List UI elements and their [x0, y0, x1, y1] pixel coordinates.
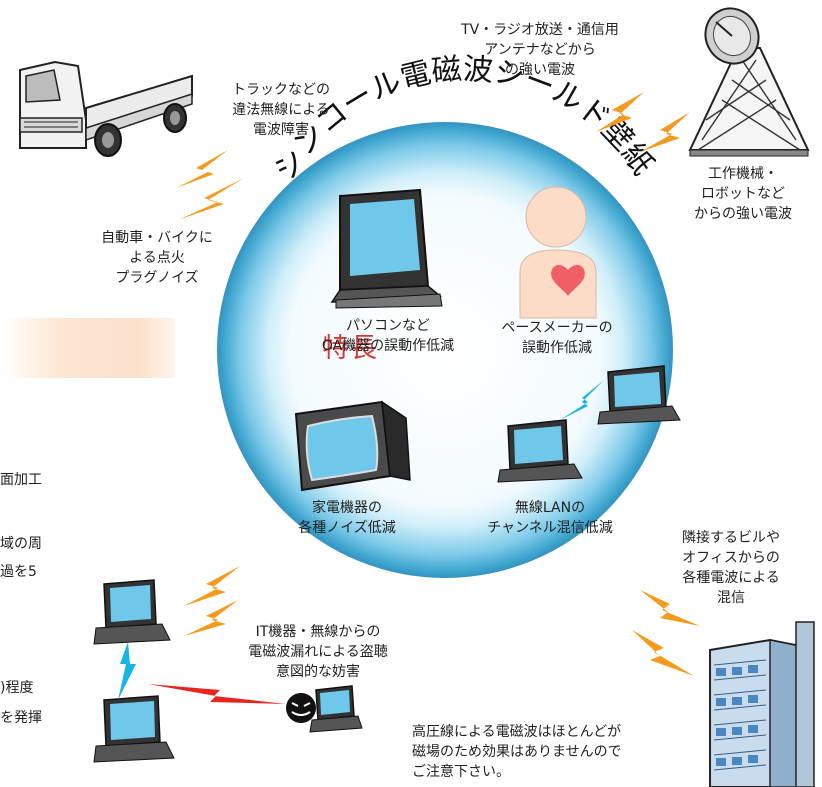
pacemaker-label-line: ペースメーカーの — [501, 320, 613, 336]
laptop-top-left-icon — [93, 579, 171, 645]
feature-heading: 特長 — [322, 333, 378, 364]
antenna-label: TV・ラジオ放送・通信用 アンテナなどから の強い電波 — [440, 20, 640, 80]
it-leak-label-line: 意図的な妨害 — [276, 664, 360, 680]
left-text-fragment-4: )程度 — [0, 680, 34, 696]
left-text-fragment-2: 域の周 — [0, 536, 42, 552]
bolt-truck-1 — [176, 150, 228, 188]
pacemaker-label-line: 誤動作低減 — [522, 340, 592, 356]
appliance-label-line: 各種ノイズ低減 — [298, 520, 396, 536]
it-leak-label-line: IT機器・無線からの — [255, 624, 381, 640]
building-label-line: 混信 — [717, 590, 745, 606]
hacker-face-icon — [286, 693, 316, 723]
appliance-label-line: 家電機器の — [312, 500, 382, 516]
bolt-laptop-cyan — [118, 642, 136, 700]
bolt-antenna-2 — [640, 112, 690, 152]
bolt-leak-2 — [184, 600, 238, 636]
ignition-label: 自動車・バイクに よる点火 プラグノイズ — [82, 228, 232, 288]
ignition-label-line: プラグノイズ — [115, 270, 199, 286]
wlan-label-line: チャンネル混信低減 — [487, 520, 613, 536]
truck-icon — [19, 60, 193, 157]
bolt-leak-1 — [184, 566, 240, 606]
it-leak-label-line: 電磁波漏れによる盗聴 — [248, 644, 388, 660]
notice-text-line: ご注意下さい。 — [412, 764, 510, 780]
notice-text: 高圧線による電磁波はほとんどが 磁場のため効果はありませんので ご注意下さい。 — [412, 722, 702, 782]
truck-label-line: 違法無線による — [232, 102, 330, 118]
wlan-signal-bolt — [560, 380, 604, 420]
left-text-fragment-3: 過を5 — [0, 564, 37, 580]
machine-label: 工作機械・ ロボットなど からの強い電波 — [668, 164, 818, 224]
left-text-fragment-5: を発揮 — [0, 710, 42, 726]
bolt-building-1 — [640, 590, 700, 626]
bolt-eavesdrop — [148, 684, 286, 704]
wlan-label-line: 無線LANの — [514, 500, 586, 516]
truck-label-line: 電波障害 — [253, 122, 309, 138]
feature-heading-bg — [0, 318, 175, 378]
truck-label-line: トラックなどの — [232, 82, 330, 98]
bolt-antenna-1 — [596, 92, 644, 132]
eavesdropper-laptop-icon — [309, 685, 363, 733]
office-building-icon — [709, 621, 815, 787]
pc-monitor-icon — [330, 188, 443, 309]
machine-label-line: 工作機械・ — [708, 166, 778, 182]
pc-label-line: パソコンなど — [346, 318, 430, 334]
antenna-tower-icon — [688, 7, 810, 157]
pc-label: パソコンなど OA機器の誤動作低減 — [298, 316, 478, 356]
notice-text-line: 磁場のため効果はありませんので — [412, 744, 622, 760]
wlan-laptop-1-icon — [597, 365, 681, 425]
laptop-bottom-left-icon — [93, 695, 175, 763]
building-label-line: 各種電波による — [682, 570, 780, 586]
antenna-label-line: アンテナなどから — [484, 42, 596, 58]
wlan-label: 無線LANの チャンネル混信低減 — [460, 498, 640, 538]
pacemaker-label: ペースメーカーの 誤動作低減 — [482, 318, 632, 358]
appliance-label: 家電機器の 各種ノイズ低減 — [272, 498, 422, 538]
left-text-fragment-1: 面加工 — [0, 472, 42, 488]
bolt-building-2 — [632, 630, 694, 676]
tv-appliance-icon — [294, 400, 411, 492]
it-leak-label: IT機器・無線からの 電磁波漏れによる盗聴 意図的な妨害 — [218, 622, 418, 682]
ignition-label-line: 自動車・バイクに — [101, 230, 213, 246]
bolt-truck-2 — [178, 178, 244, 220]
machine-label-line: ロボットなど — [701, 186, 785, 202]
antenna-label-line: の強い電波 — [505, 62, 575, 78]
building-label-line: オフィスからの — [682, 550, 780, 566]
pacemaker-person-icon — [519, 186, 597, 319]
wlan-laptop-2-icon — [497, 419, 583, 483]
building-label: 隣接するビルや オフィスからの 各種電波による 混信 — [656, 528, 806, 608]
antenna-label-line: TV・ラジオ放送・通信用 — [461, 22, 619, 38]
building-label-line: 隣接するビルや — [682, 530, 780, 546]
notice-text-line: 高圧線による電磁波はほとんどが — [412, 724, 622, 740]
machine-label-line: からの強い電波 — [694, 206, 792, 222]
interference-bolts — [118, 92, 700, 704]
ignition-label-line: よる点火 — [129, 250, 185, 266]
heart-icon — [551, 264, 585, 296]
truck-label: トラックなどの 違法無線による 電波障害 — [206, 80, 356, 140]
pc-label-line: OA機器の誤動作低減 — [321, 338, 455, 354]
